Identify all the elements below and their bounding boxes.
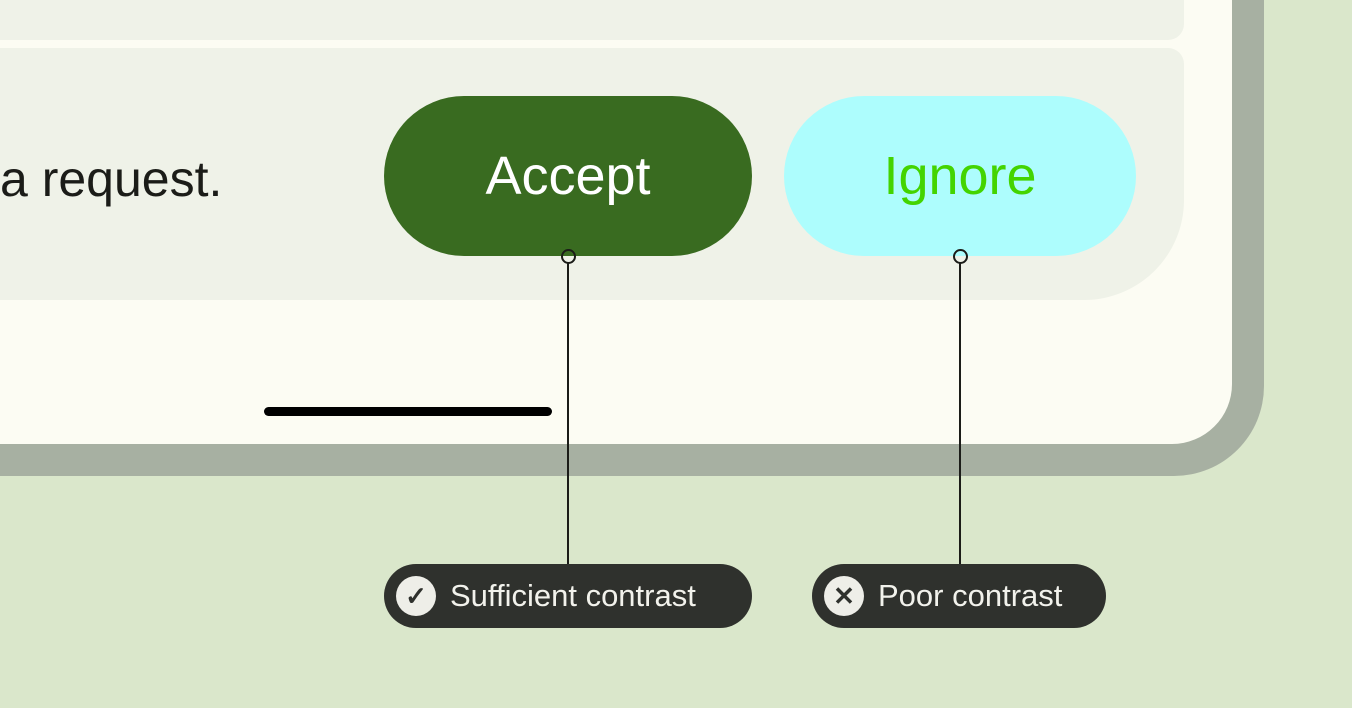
check-icon: ✓ [396,576,436,616]
annotation-line-ignore [959,262,961,564]
gesture-handle [264,407,552,416]
ignore-button[interactable]: Ignore [784,96,1136,256]
close-icon: ✕ [824,576,864,616]
request-message: a request. [0,151,223,207]
accept-button[interactable]: Accept [384,96,752,256]
sufficient-contrast-tag: ✓ Sufficient contrast [384,564,752,628]
annotation-line-accept [567,262,569,564]
annotation-dot-accept [561,249,576,264]
top-card [0,0,1184,40]
poor-contrast-label: Poor contrast [878,578,1063,613]
annotation-dot-ignore [953,249,968,264]
poor-contrast-tag: ✕ Poor contrast [812,564,1106,628]
sufficient-contrast-label: Sufficient contrast [450,578,696,613]
